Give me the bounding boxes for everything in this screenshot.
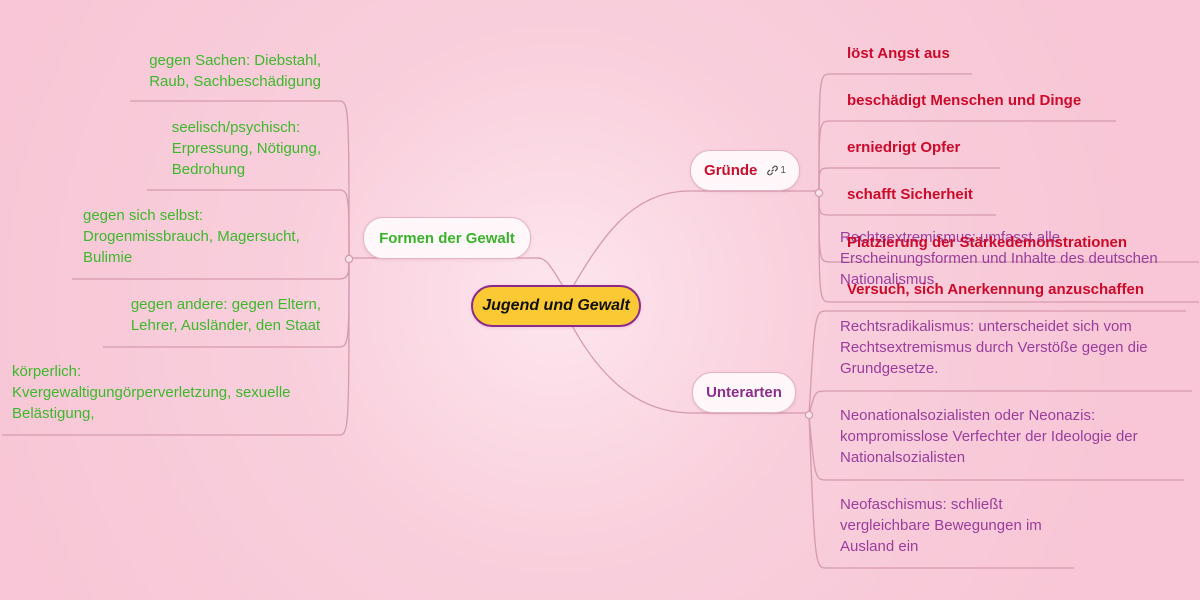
leaf-gruende-beschaedigt[interactable]: beschädigt Menschen und Dinge <box>847 90 1081 111</box>
branch-unterarten-label: Unterarten <box>706 384 782 401</box>
leaf-text-line: Rechtsextremismus durch Verstöße gegen d… <box>840 339 1148 356</box>
link-icon <box>767 165 779 176</box>
leaf-text-line: gegen sich selbst: <box>83 207 204 224</box>
collapse-toggle-gruende[interactable] <box>814 188 824 198</box>
central-topic-label: Jugend und Gewalt <box>482 297 630 314</box>
leaf-text-line: Rechtsradikalismus: unterscheidet sich v… <box>840 318 1132 335</box>
leaf-text-line: Ausland ein <box>840 538 919 555</box>
leaf-text-line: Nationalsozialisten <box>840 449 966 466</box>
leaf-formen-sachen[interactable]: gegen Sachen: Diebstahl, Raub, Sachbesch… <box>149 50 321 92</box>
leaf-formen-selbst[interactable]: gegen sich selbst: Drogenmissbrauch, Mag… <box>83 205 300 268</box>
leaf-text-line: Grundgesetze. <box>840 360 939 377</box>
leaf-gruende-sicherheit[interactable]: schafft Sicherheit <box>847 184 973 205</box>
leaf-text-line: Lehrer, Ausländer, den Staat <box>130 317 321 334</box>
leaf-text-line: Neofaschismus: schließt <box>840 496 1003 513</box>
leaf-text-line: erniedrigt Opfer <box>847 139 961 156</box>
link-count: 1 <box>780 165 786 176</box>
leaf-text-line: Kvergewaltigungörperverletzung, sexuelle <box>12 384 291 401</box>
leaf-unterarten-neofaschismus[interactable]: Neofaschismus: schließt vergleichbare Be… <box>840 494 1042 557</box>
leaf-text-line: seelisch/psychisch: <box>171 119 301 136</box>
leaf-unterarten-neonazis[interactable]: Neonationalsozialisten oder Neonazis: ko… <box>840 405 1138 468</box>
leaf-text-line: Versuch, sich Anerkennung anzuschaffen <box>847 281 1145 298</box>
leaf-text-line: Bedrohung <box>171 161 246 178</box>
leaf-unterarten-rechtsradikalismus[interactable]: Rechtsradikalismus: unterscheidet sich v… <box>840 316 1148 379</box>
leaf-text-line: Neonationalsozialisten oder Neonazis: <box>840 407 1096 424</box>
connector-central-gruende <box>567 190 691 296</box>
leaf-text-line: Erscheinungsformen und Inhalte des deuts… <box>840 250 1158 267</box>
leaf-text-line: körperlich: <box>12 363 82 380</box>
branch-gruende[interactable]: Gründe 1 <box>690 150 800 191</box>
branch-gruende-label: Gründe <box>704 162 758 179</box>
leaf-text-line: schafft Sicherheit <box>847 186 973 203</box>
leaf-gruende-anerkennung[interactable]: Versuch, sich Anerkennung anzuschaffen <box>847 279 1144 300</box>
leaf-text-line: löst Angst aus <box>847 45 950 62</box>
connector-central-unterarten <box>567 317 693 414</box>
leaf-gruende-angst[interactable]: löst Angst aus <box>847 43 950 64</box>
leaf-formen-koerperlich[interactable]: körperlich: Kvergewaltigungörperverletzu… <box>12 361 291 424</box>
branch-formen-label: Formen der Gewalt <box>379 229 515 247</box>
leaf-text-line: gegen Sachen: Diebstahl, <box>149 52 321 69</box>
branch-unterarten[interactable]: Unterarten <box>692 372 796 413</box>
link-badge[interactable]: 1 <box>767 165 786 176</box>
leaf-formen-seelisch[interactable]: seelisch/psychisch: Erpressung, Nötigung… <box>172 117 321 180</box>
leaf-formen-andere[interactable]: gegen andere: gegen Eltern, Lehrer, Ausl… <box>131 294 321 336</box>
collapse-toggle-formen[interactable] <box>344 254 354 264</box>
leaf-text-line: Bulimie <box>83 249 133 266</box>
leaf-text-line: Raub, Sachbeschädigung <box>149 73 321 90</box>
leaf-text-line: Belästigung, <box>12 405 95 422</box>
central-topic[interactable]: Jugend und Gewalt <box>471 285 641 327</box>
leaf-gruende-erniedrigt[interactable]: erniedrigt Opfer <box>847 137 960 158</box>
leaf-text-line: vergleichbare Bewegungen im <box>840 517 1042 534</box>
leaf-text-line: Platzierung der Stärkedemonstrationen <box>847 234 1128 251</box>
leaf-text-line: Drogenmissbrauch, Magersucht, <box>83 228 300 245</box>
leaf-text-line: Nationalismus <box>840 271 935 288</box>
leaf-gruende-platzierung[interactable]: Platzierung der Stärkedemonstrationen <box>847 232 1127 253</box>
leaf-text-line: kompromisslose Verfechter der Ideologie … <box>840 428 1138 445</box>
leaf-text-line: Erpressung, Nötigung, <box>171 140 321 157</box>
branch-formen-der-gewalt[interactable]: Formen der Gewalt <box>363 217 531 259</box>
leaf-text-line: gegen andere: gegen Eltern, <box>130 296 321 313</box>
leaf-text-line: Rechtsextremismus: umfasst alle <box>840 229 1061 246</box>
leaf-unterarten-rechtsextremismus[interactable]: Rechtsextremismus: umfasst alle Erschein… <box>840 227 1158 290</box>
leaf-text-line: beschädigt Menschen und Dinge <box>847 92 1082 109</box>
collapse-toggle-unterarten[interactable] <box>804 410 814 420</box>
